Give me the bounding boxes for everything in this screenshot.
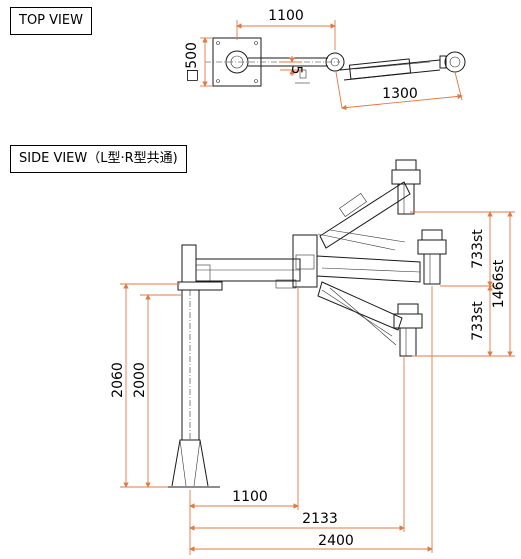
side-upper-arm	[319, 181, 411, 249]
top-elbow-joint	[325, 52, 345, 72]
side-mid-arm	[316, 255, 421, 283]
side-lower-arm	[317, 281, 403, 331]
top-dim-5: 5	[288, 66, 304, 75]
side-view-drawing	[165, 159, 447, 488]
side-column-head	[181, 244, 197, 283]
side-column	[181, 289, 200, 441]
top-dim-1300: 1300	[382, 86, 418, 102]
side-end-head-mid	[417, 229, 447, 285]
top-end-head	[444, 51, 466, 73]
side-dim-2400: 2400	[318, 533, 354, 549]
top-view-label-text: TOP VIEW	[19, 13, 83, 28]
side-dim-1100: 1100	[232, 489, 268, 505]
side-dim-1466st: 1466st	[491, 259, 507, 308]
side-dim-733st-upper: 733st	[470, 229, 486, 269]
top-dim-1100: 1100	[268, 8, 304, 24]
top-dimensions: 1100 □500 5 1300	[184, 8, 463, 111]
top-column-circle	[225, 50, 249, 74]
side-dim-2000: 2000	[132, 362, 148, 398]
side-elbow-block	[292, 234, 318, 288]
side-dim-733st-lower: 733st	[470, 301, 486, 341]
side-view-label: SIDE VIEW（L型·R型共通)	[10, 145, 187, 173]
top-dim-500: □500	[184, 42, 200, 82]
side-dimensions: 733st 733st 1466st 2060 2000 1100 2133 2…	[110, 211, 515, 555]
side-view-label-text: SIDE VIEW（L型·R型共通)	[19, 151, 178, 166]
side-base-foot	[171, 439, 209, 487]
side-dim-2133: 2133	[302, 511, 338, 527]
side-end-head-bottom	[393, 303, 423, 357]
side-dim-2060: 2060	[110, 362, 126, 398]
top-view-label: TOP VIEW	[10, 7, 92, 35]
side-end-head-top	[391, 159, 421, 215]
